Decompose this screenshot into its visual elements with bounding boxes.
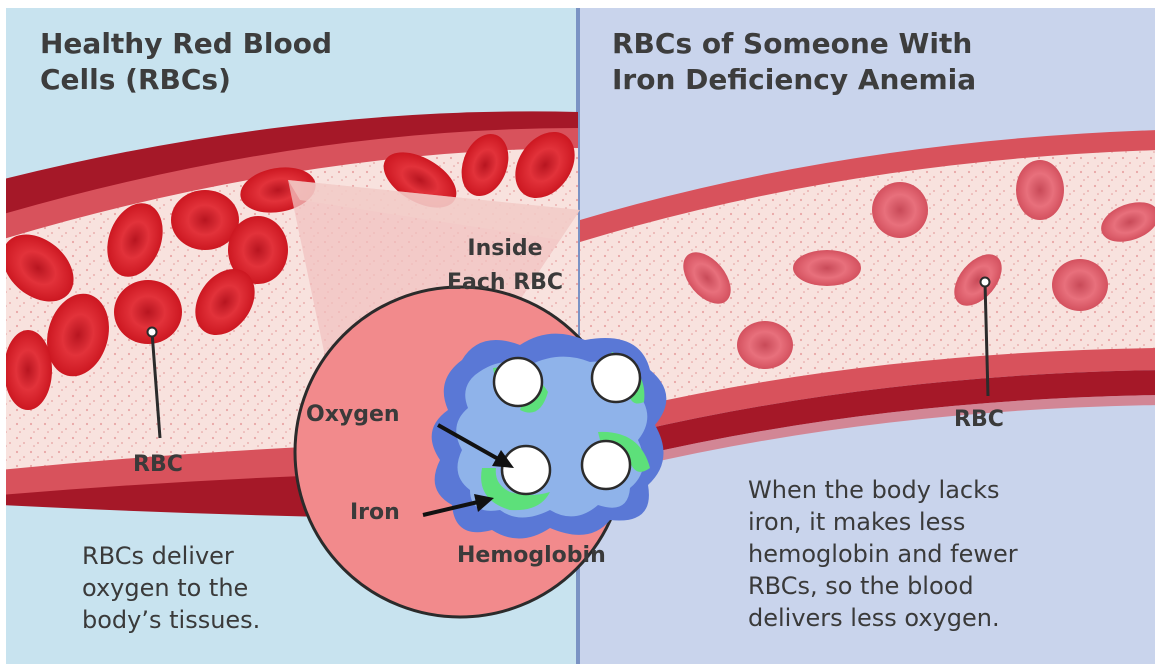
right-caption-line-2: iron, it makes less	[748, 506, 1018, 538]
right-caption-line-4: RBCs, so the blood	[748, 570, 1018, 602]
left-caption-line-2: oxygen to the	[82, 572, 260, 604]
inset-title: Inside Each RBC	[400, 232, 610, 300]
iron-label: Iron	[350, 500, 400, 525]
hemoglobin-label: Hemoglobin	[457, 543, 606, 568]
right-title-line-1: RBCs of Someone With	[612, 26, 976, 62]
left-title-line-1: Healthy Red Blood	[40, 26, 332, 62]
right-title-line-2: Iron Deficiency Anemia	[612, 62, 976, 98]
oxygen-label: Oxygen	[306, 402, 400, 427]
inset-title-line-1: Inside	[400, 232, 610, 266]
right-caption-line-5: delivers less oxygen.	[748, 602, 1018, 634]
left-caption-line-3: body’s tissues.	[82, 604, 260, 636]
right-panel-title: RBCs of Someone With Iron Deficiency Ane…	[612, 26, 976, 98]
hemoglobin-molecule	[432, 334, 667, 539]
left-panel-caption: RBCs deliver oxygen to the body’s tissue…	[82, 540, 260, 636]
inset-title-line-2: Each RBC	[400, 266, 610, 300]
left-panel-title: Healthy Red Blood Cells (RBCs)	[40, 26, 332, 98]
right-caption-line-3: hemoglobin and fewer	[748, 538, 1018, 570]
right-rbc-label: RBC	[954, 407, 1004, 432]
left-caption-line-1: RBCs deliver	[82, 540, 260, 572]
left-rbc-label: RBC	[133, 452, 183, 477]
right-panel-caption: When the body lacks iron, it makes less …	[748, 474, 1018, 634]
right-caption-line-1: When the body lacks	[748, 474, 1018, 506]
left-title-line-2: Cells (RBCs)	[40, 62, 332, 98]
